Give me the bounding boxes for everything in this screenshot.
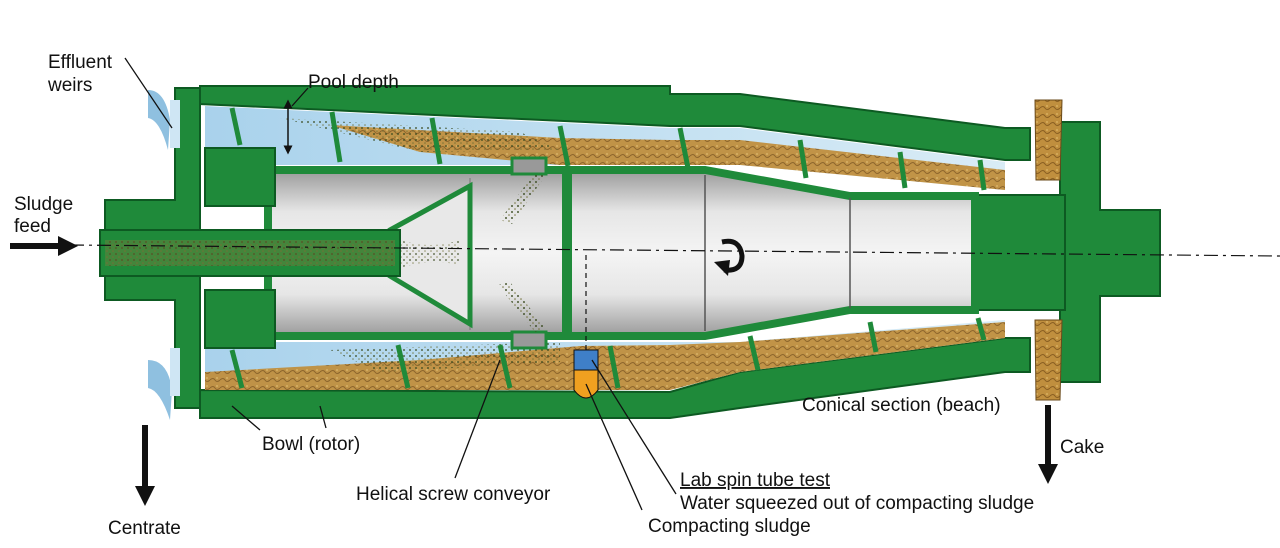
cake-discharge <box>1034 99 1063 401</box>
conical-section-label: Conical section (beach) <box>802 395 1001 416</box>
helical-screw-flights <box>229 107 987 389</box>
sludge-feed-label-line2: feed <box>14 216 51 237</box>
sludge-feed-label-line1: Sludge <box>14 194 73 215</box>
bowl-casing <box>104 85 1161 419</box>
bowl-top-wall <box>199 85 1031 161</box>
sludge-feed-arrow <box>10 236 78 256</box>
right-end-block <box>974 194 1066 311</box>
centrate-label: Centrate <box>108 518 181 539</box>
rotation-arrow-icon <box>714 238 745 276</box>
water-squeezed-label: Water squeezed out of compacting sludge <box>680 493 1034 514</box>
centre-axis-line <box>69 244 1280 257</box>
effluent-weirs-label-line2: weirs <box>47 75 92 96</box>
effluent-weirs <box>148 90 180 420</box>
effluent-weirs-label-line1: Effluent <box>48 52 113 73</box>
pool-depth-label: Pool depth <box>308 72 399 93</box>
screw-conveyor-hub <box>264 156 979 350</box>
bottom-feed-port <box>510 330 548 350</box>
right-hub <box>1059 121 1161 383</box>
centrate-arrow <box>135 425 155 506</box>
leader-lines <box>124 57 677 511</box>
cake-label: Cake <box>1060 437 1104 458</box>
helical-screw-label: Helical screw conveyor <box>356 484 551 505</box>
bowl-label: Bowl (rotor) <box>262 434 360 455</box>
top-feed-port <box>510 156 548 176</box>
cake-arrow <box>1038 405 1058 484</box>
compacting-sludge-label: Compacting sludge <box>648 516 811 537</box>
lab-spin-tube-label: Lab spin tube test <box>680 470 831 491</box>
bowl-bottom-wall <box>199 337 1031 419</box>
labels: Effluent weirs Pool depth Sludge feed Bo… <box>14 52 1104 539</box>
feed-tube <box>99 147 401 349</box>
spin-tube-water <box>573 349 599 371</box>
